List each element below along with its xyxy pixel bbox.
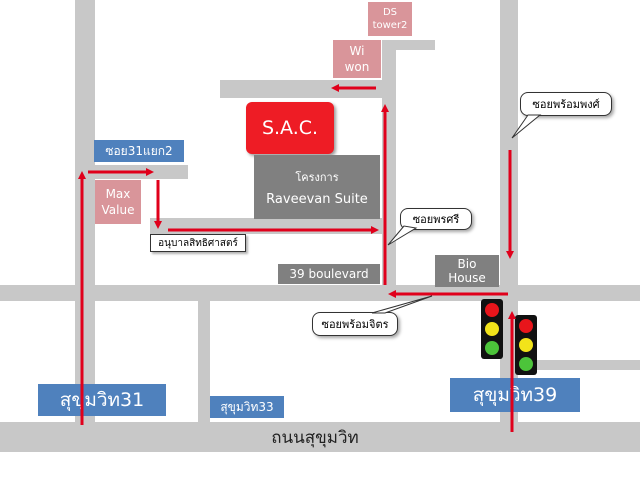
traffic-light-icon bbox=[515, 315, 537, 375]
soi-phon-si-label: ซอยพรศรี bbox=[412, 213, 460, 226]
road-sac-lane bbox=[220, 80, 395, 98]
wiwon-box: Wi won bbox=[333, 40, 381, 78]
raveevan-project-label: โครงการ bbox=[295, 170, 339, 184]
sukhumvit-39-label: สุขุมวิท39 bbox=[472, 384, 558, 406]
wiwon-label: Wi won bbox=[344, 44, 370, 74]
road-side-right bbox=[515, 360, 640, 370]
soi-phrom-chit-callout: ซอยพร้อมจิตร bbox=[312, 312, 398, 336]
soi-phrom-chit-label: ซอยพร้อมจิตร bbox=[321, 318, 389, 331]
bio-house-label: Bio House bbox=[448, 257, 486, 285]
sukhumvit-39-box: สุขุมวิท39 bbox=[450, 378, 580, 412]
soi-phrom-phong-callout: ซอยพร้อมพงศ์ bbox=[520, 92, 612, 116]
soi-phon-si-callout: ซอยพรศรี bbox=[400, 208, 472, 230]
sukhumvit-33-label: สุขุมวิท33 bbox=[220, 399, 274, 414]
sac-label: S.A.C. bbox=[261, 117, 319, 139]
callout-tail-phon-si bbox=[387, 225, 418, 246]
road-sukhumvit-33 bbox=[198, 298, 210, 424]
thanon-sukhumvit-label: ถนนสุขุมวิท bbox=[271, 427, 359, 448]
kindergarten-label: อนุบาลสิทธิศาสตร์ bbox=[158, 237, 238, 249]
road-top-right-stub bbox=[395, 40, 435, 50]
raveevan-name-label: Raveevan Suite bbox=[266, 191, 368, 207]
soi-31-yaek-2-label: ซอย31แยก2 bbox=[105, 143, 173, 158]
max-value-label: Max Value bbox=[101, 187, 135, 217]
callout-tail-phrom-phong bbox=[511, 114, 542, 139]
raveevan-suite-box: โครงการ Raveevan Suite bbox=[254, 155, 380, 219]
boulevard-box: 39 boulevard bbox=[278, 264, 380, 284]
kindergarten-box: อนุบาลสิทธิศาสตร์ bbox=[150, 234, 246, 252]
bio-house-box: Bio House bbox=[435, 255, 499, 287]
thanon-sukhumvit-label-box: ถนนสุขุมวิท bbox=[250, 424, 380, 450]
sac-box: S.A.C. bbox=[246, 102, 334, 154]
ds-tower-label: DS tower2 bbox=[372, 7, 408, 31]
traffic-light-icon bbox=[481, 299, 503, 359]
soi-phrom-phong-label: ซอยพร้อมพงศ์ bbox=[532, 98, 600, 111]
soi-31-yaek-2-box: ซอย31แยก2 bbox=[94, 140, 184, 162]
boulevard-label: 39 boulevard bbox=[289, 267, 369, 281]
sukhumvit-33-box: สุขุมวิท33 bbox=[210, 396, 284, 418]
ds-tower-box: DS tower2 bbox=[368, 2, 412, 36]
road-soi-phrom-chit bbox=[0, 285, 640, 301]
road-sukhumvit-main bbox=[0, 422, 640, 452]
max-value-box: Max Value bbox=[95, 180, 141, 224]
road-sukhumvit-31 bbox=[75, 0, 95, 425]
callout-tail-phrom-chit bbox=[371, 295, 433, 314]
